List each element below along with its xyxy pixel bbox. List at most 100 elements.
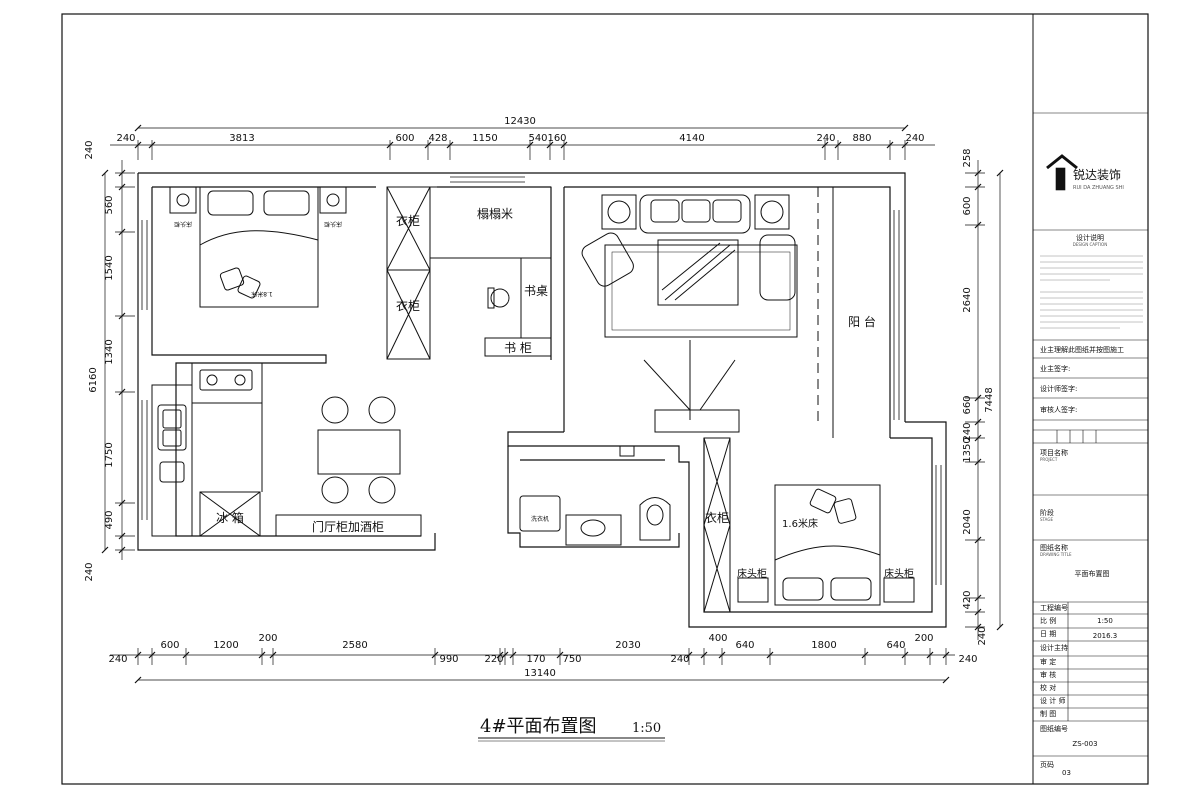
dim-top-seg: 600 — [395, 133, 414, 144]
dim-bottom-seg: 2580 — [342, 640, 367, 651]
company-pinyin: RUI DA ZHUANG SHI — [1073, 185, 1124, 191]
dim-right-seg: 2640 — [962, 287, 973, 312]
dim-left-seg: 240 — [84, 140, 95, 159]
dim-bottom-seg: 220 — [484, 654, 503, 665]
company-name: 锐达装饰 — [1073, 168, 1121, 182]
label-bed-2: 1.6米床 — [782, 517, 818, 530]
dim-top-seg: 240 — [905, 133, 924, 144]
dim-left-seg: 240 — [84, 562, 95, 581]
tb-project-en: PROJECT — [1040, 457, 1058, 462]
notes-body — [1040, 255, 1143, 329]
dim-top-seg: 1150 — [472, 133, 497, 144]
label-nightstand-1: 床头柜 — [737, 567, 767, 580]
dim-right-overall: 7448 — [984, 387, 995, 412]
dim-top-seg: 428 — [428, 133, 447, 144]
dim-bottom-seg: 990 — [439, 654, 458, 665]
tb-check: 校 对 — [1040, 683, 1056, 692]
tb-scale-label: 比 例 — [1040, 616, 1056, 625]
dim-top-seg: 880 — [852, 133, 871, 144]
dim-right-seg: 660 — [962, 395, 973, 414]
tb-page: 页码 — [1040, 761, 1054, 769]
dining-set — [317, 396, 401, 504]
dim-left-seg: 490 — [104, 510, 115, 529]
tb-date-label: 日 期 — [1040, 630, 1056, 638]
sheet-frame — [61, 13, 1149, 785]
bed-2 — [737, 484, 915, 606]
tb-drawing-name: 图纸名称 — [1040, 543, 1068, 552]
dim-right-seg: 240 — [962, 422, 973, 441]
kitchen — [151, 362, 263, 537]
label-fridge: 冰 箱 — [216, 510, 244, 525]
desk-chair — [487, 287, 510, 309]
floor-plan — [137, 172, 947, 628]
tb-drawing-no-value: ZS-003 — [1072, 740, 1097, 748]
tb-designer: 设 计 师 — [1040, 696, 1065, 705]
label-bed-1: 1.8米床 — [251, 290, 273, 298]
label-tatami: 榻榻米 — [477, 207, 513, 221]
tb-page-value: 03 — [1062, 769, 1071, 777]
bathroom — [519, 445, 671, 546]
dim-bottom-seg: 640 — [735, 640, 754, 651]
label-wardrobe-1: 衣柜 — [396, 213, 420, 228]
dim-top-seg: 240 — [816, 133, 835, 144]
dim-bottom-seg: 640 — [886, 640, 905, 651]
drawing-title-scale: 1:50 — [632, 721, 661, 736]
dim-bottom-seg: 1800 — [811, 640, 836, 651]
dim-bottom-seg: 600 — [160, 640, 179, 651]
wardrobe-lower — [703, 437, 731, 613]
dim-right-seg: 420 — [962, 590, 973, 609]
dim-top-seg: 4140 — [679, 133, 704, 144]
room-labels: 衣柜 衣柜 榻榻米 书桌 书 柜 阳 台 1.8米床 床头柜 床头柜 冰 箱 门… — [174, 207, 914, 580]
tb-scale-value: 1:50 — [1097, 617, 1113, 625]
title-block-text: 锐达装饰 RUI DA ZHUANG SHI 设计说明 DESIGN CAPTI… — [1040, 168, 1143, 777]
dim-right-seg: 2040 — [962, 509, 973, 534]
tb-drawing-name-en: DRAWING TITLE — [1040, 552, 1072, 557]
tb-drawing-name-value: 平面布置图 — [1075, 569, 1110, 578]
dim-bottom-overall: 13140 — [524, 668, 556, 679]
entry-cabinet — [275, 514, 422, 537]
dim-top-overall: 12430 — [504, 116, 536, 127]
dim-bottom-seg: 170 — [526, 654, 545, 665]
tb-date-value: 2016.3 — [1093, 632, 1118, 640]
dim-bottom-seg: 400 — [708, 633, 727, 644]
windows — [141, 176, 942, 585]
label-bookcase: 书 柜 — [504, 341, 532, 355]
dim-bottom-seg: 2030 — [615, 640, 640, 651]
tb-row-1: 业主理解此图纸并按图施工 — [1040, 345, 1124, 354]
label-nightstand-2: 床头柜 — [884, 567, 914, 580]
tb-audit: 审 核 — [1040, 670, 1056, 679]
bed-1 — [169, 186, 347, 308]
dim-left-seg: 1750 — [104, 442, 115, 467]
label-washer: 洗衣机 — [531, 515, 549, 523]
dim-top-seg: 540 — [528, 133, 547, 144]
outer-walls — [137, 172, 947, 628]
title-block — [1033, 112, 1148, 757]
living-room — [581, 194, 798, 433]
dim-right-seg: 258 — [962, 148, 973, 167]
tb-drawing-no: 图纸编号 — [1040, 724, 1068, 733]
dim-top-seg: 160 — [547, 133, 566, 144]
tb-row-4: 审核人签字: — [1040, 405, 1077, 414]
dim-bottom-seg: 240 — [108, 654, 127, 665]
label-nightstand-r: 床头柜 — [324, 220, 342, 228]
tb-stage: 阶段 — [1040, 508, 1054, 517]
bookcase — [484, 337, 552, 357]
tb-design-director: 设计主持 — [1040, 643, 1068, 652]
tatami — [429, 186, 552, 259]
dim-bottom-seg: 1200 — [213, 640, 238, 651]
drawing-title-main: 4#平面布置图 — [480, 716, 597, 737]
label-desk: 书桌 — [524, 284, 548, 298]
tb-row-2: 业主签字: — [1040, 364, 1070, 373]
label-wardrobe-3: 衣柜 — [705, 510, 729, 525]
wardrobe-upper — [386, 186, 431, 360]
tb-stage-en: STAGE — [1040, 517, 1053, 522]
notes-title: 设计说明 — [1076, 233, 1104, 242]
dim-bottom-seg: 750 — [562, 654, 581, 665]
tb-review: 审 定 — [1040, 657, 1056, 666]
label-nightstand-l: 床头柜 — [174, 220, 192, 228]
dim-left-overall: 6160 — [88, 367, 99, 392]
tb-drafter: 制 图 — [1040, 709, 1056, 718]
